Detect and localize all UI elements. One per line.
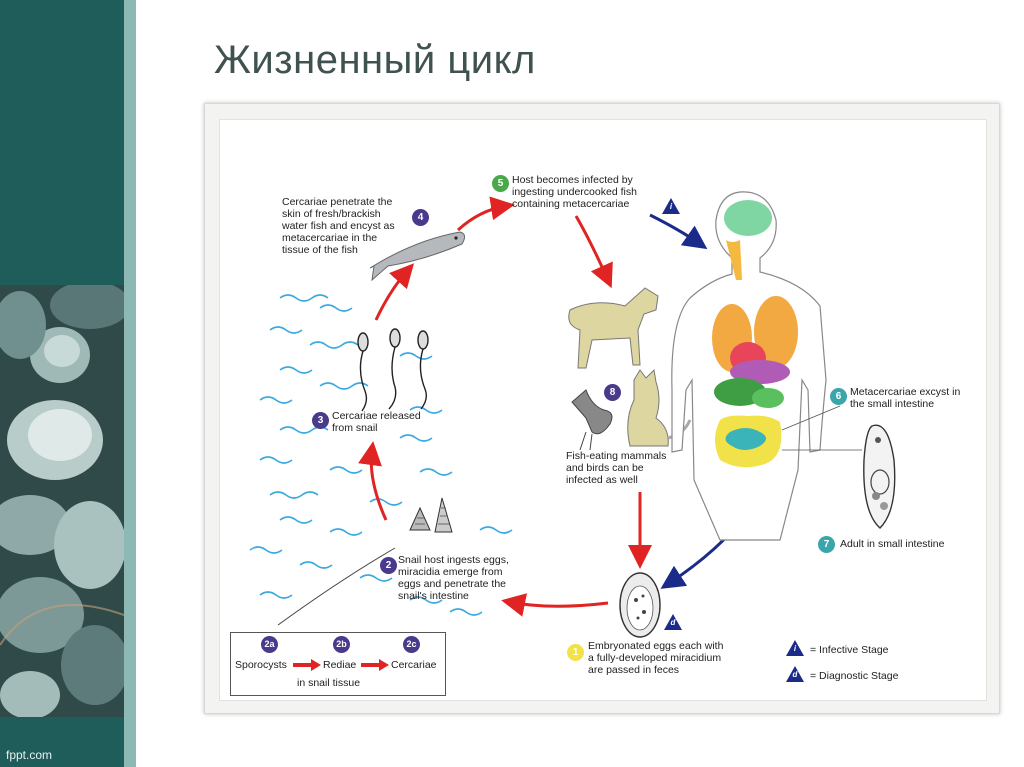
step-7-label: Adult in small intestine <box>840 538 945 550</box>
stage-2c-badge: 2c <box>403 636 420 653</box>
legend-diagnostic-icon: d <box>786 666 804 682</box>
stage-2a-label: Sporocysts <box>235 659 287 671</box>
adult-fluke-icon <box>863 424 896 529</box>
snail-box-caption: in snail tissue <box>297 677 361 689</box>
stage-2c-label: Cercariae <box>391 659 437 671</box>
step-8-badge: 8 <box>604 384 621 401</box>
left-decor-strip <box>124 0 136 767</box>
human-body-icon <box>671 191 827 541</box>
bird-icon <box>571 389 613 451</box>
footer-logo: fppt.com <box>6 748 53 762</box>
step-1-badge: 1 <box>567 644 584 661</box>
cercariae-icon <box>357 328 429 412</box>
legend-infective-icon: i <box>786 640 804 656</box>
step-3-label: Cercariae released from snail <box>332 410 421 434</box>
snail-icon <box>409 497 453 533</box>
step-2-badge: 2 <box>380 557 397 574</box>
step-6-badge: 6 <box>830 388 847 405</box>
stage-2a-badge: 2a <box>261 636 278 653</box>
step-1-label: Embryonated eggs each with a fully-devel… <box>588 640 724 676</box>
step-8-label: Fish-eating mammals and birds can be inf… <box>566 450 667 486</box>
arrow-icon <box>293 659 321 671</box>
snail-tissue-box: 2a 2b 2c Sporocysts Rediae Cercariae in … <box>230 632 446 696</box>
leader-lines <box>781 405 862 451</box>
step-3-badge: 3 <box>312 412 329 429</box>
step-6-label: Metacercariae excyst in the small intest… <box>850 386 961 410</box>
step-2-label: Snail host ingests eggs, miracidia emerg… <box>398 554 509 602</box>
step-5-badge: 5 <box>492 175 509 192</box>
legend-diagnostic-label: = Diagnostic Stage <box>810 670 899 682</box>
step-7-badge: 7 <box>818 536 835 553</box>
legend-infective-label: = Infective Stage <box>810 644 889 656</box>
step-4-badge: 4 <box>412 209 429 226</box>
water-edge-line <box>277 547 396 626</box>
arrow-icon <box>361 659 389 671</box>
slide-title: Жизненный цикл <box>214 38 536 82</box>
infective-stage-icon: i <box>662 198 680 214</box>
diagram-frame: 5 Host becomes infected by ingesting und… <box>204 103 1000 714</box>
fish-icon <box>369 231 466 282</box>
diagram-graphics <box>249 191 896 638</box>
microscope-image <box>0 285 124 717</box>
left-decor-panel: fppt.com <box>0 0 124 767</box>
stage-2b-label: Rediae <box>323 659 357 671</box>
lifecycle-diagram: 5 Host becomes infected by ingesting und… <box>219 119 987 701</box>
step-4-label: Cercariae penetrate the skin of fresh/br… <box>282 196 395 256</box>
stage-2b-badge: 2b <box>333 636 350 653</box>
step-5-label: Host becomes infected by ingesting under… <box>512 174 637 210</box>
diagnostic-stage-icon: d <box>664 614 682 630</box>
cycle-arrows <box>358 196 652 617</box>
egg-icon <box>619 572 661 638</box>
dog-icon <box>568 287 659 369</box>
